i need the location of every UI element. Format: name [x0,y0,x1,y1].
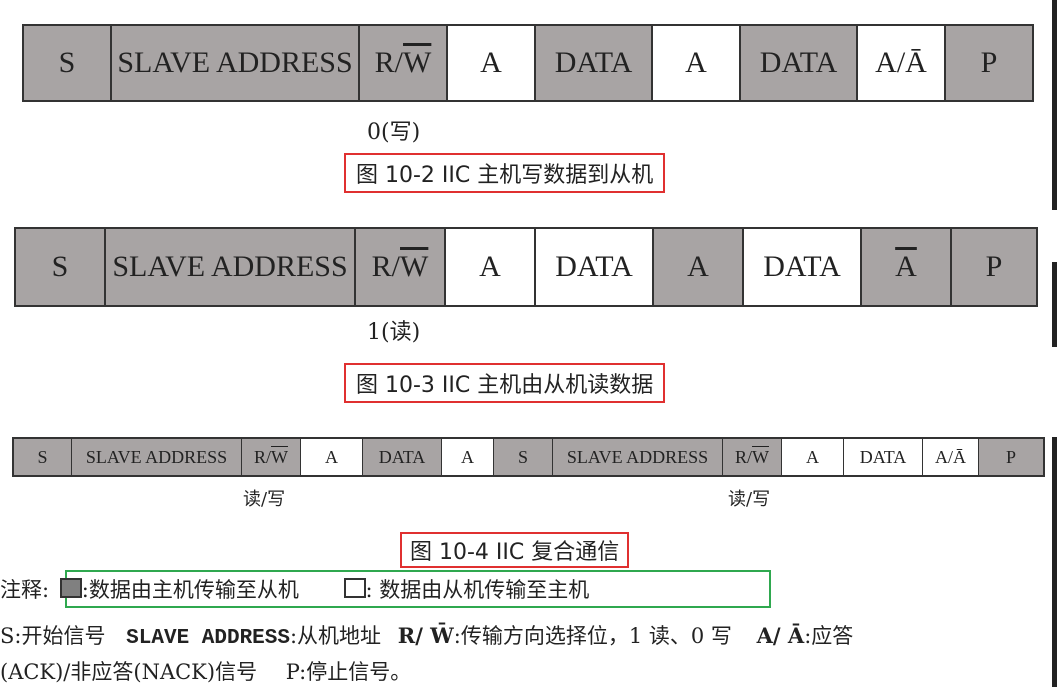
gray-square-icon [59,578,82,598]
note-ack-term: A/ Ā [756,623,805,648]
cell-data: DATA [844,439,923,475]
cell-ack: A [653,26,741,100]
cell-ack: A [654,229,744,305]
cell-ack-nack: A/Ā [923,439,979,475]
note-stop-term: P [285,660,300,684]
cell-start: S [16,229,106,305]
legend-line: 注释: :数据由主机传输至从机 : 数据由从机传输至主机 [0,574,589,604]
cell-slave-address: SLAVE ADDRESS [106,229,356,305]
legend-gray-text: :数据由主机传输至从机 [81,578,299,602]
cell-ack-nack: A/Ā [858,26,946,100]
cell-slave-address: SLAVE ADDRESS [553,439,723,475]
cell-slave-address: SLAVE ADDRESS [72,439,242,475]
figure-caption-10-4: 图 10-4 IIC 复合通信 [400,532,630,568]
note-start: S:开始信号 [0,624,106,648]
cell-ack: A [446,229,536,305]
cell-stop: P [952,229,1036,305]
note-rw-term: R/ W̄ [397,623,454,648]
notes-line-1: S:开始信号 SLAVE ADDRESS:从机地址 R/ W̄:传输方向选择位，… [0,620,853,650]
cell-data: DATA [363,439,442,475]
cell-data: DATA [741,26,858,100]
note-stop: :停止信号。 [299,660,412,684]
note-slave-address: :从机地址 [289,624,382,648]
cell-start: S [494,439,553,475]
note-ack: :应答 [804,624,854,648]
figure-caption-10-3: 图 10-3 IIC 主机由从机读数据 [344,363,666,403]
rw-note-read: 1(读) [367,320,421,345]
rw-note-write: 0(写) [367,120,421,145]
note-slave-address-term: SLAVE ADDRESS [126,627,290,650]
cell-start: S [24,26,112,100]
cell-ack: A [301,439,363,475]
note-ack-nack: (ACK)/非应答(NACK)信号 [0,660,258,684]
cell-nack-a: A [895,250,917,283]
cell-data: DATA [536,229,654,305]
frame-master-write: S SLAVE ADDRESS R/W A DATA A DATA A/Ā P [22,24,1034,102]
rw-note-1: 读/写 [243,489,286,510]
cell-ack: A [448,26,536,100]
note-rw: :传输方向选择位，1 读、0 写 [453,624,732,648]
cell-rw-w: W [752,446,769,467]
cell-ack: A [442,439,494,475]
frame-master-read: S SLAVE ADDRESS R/W A DATA A DATA A P [14,227,1038,307]
cell-rw-w: W [403,46,432,79]
cell-rw: R/W [360,26,448,100]
frame-combined: S SLAVE ADDRESS R/W A DATA A S SLAVE ADD… [12,437,1045,477]
cell-data: DATA [744,229,862,305]
rw-note-2: 读/写 [728,489,771,510]
cell-ack: A [782,439,844,475]
cell-stop: P [946,26,1032,100]
cell-rw-w: W [400,250,429,283]
cell-rw: R/W [242,439,301,475]
legend-white-text: : 数据由从机传输至主机 [365,578,590,602]
figure-caption-10-2: 图 10-2 IIC 主机写数据到从机 [344,153,666,193]
right-edge-bar [1052,0,1057,210]
notes-line-2: (ACK)/非应答(NACK)信号 P:停止信号。 [0,656,411,686]
right-edge-bar [1052,262,1057,347]
cell-rw-w: W [271,446,288,467]
right-edge-bar [1052,437,1057,687]
cell-data: DATA [536,26,653,100]
cell-rw: R/W [723,439,782,475]
white-square-icon [343,578,366,598]
legend-prefix: 注释: [0,578,50,602]
cell-nack: A [862,229,952,305]
cell-stop: P [979,439,1043,475]
cell-start: S [14,439,72,475]
cell-slave-address: SLAVE ADDRESS [112,26,360,100]
cell-rw: R/W [356,229,446,305]
